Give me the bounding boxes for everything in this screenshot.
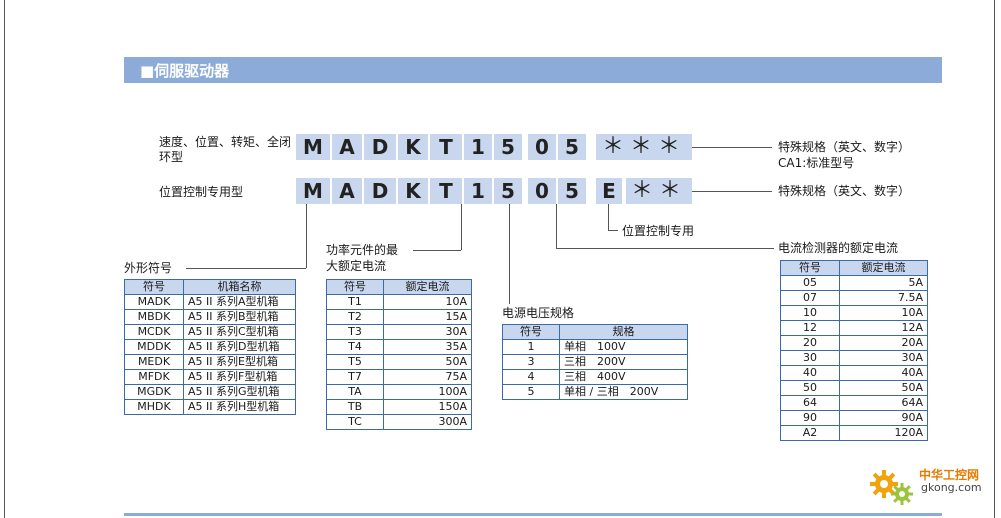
section-header-bar: [124, 57, 942, 83]
table-header: 符号: [502, 324, 560, 340]
row1-code-t: T: [430, 134, 462, 160]
row2-label: 位置控制专用型: [159, 185, 244, 199]
row1-annot-line1: 特殊规格（英文、数字）: [778, 140, 911, 154]
table-header: 规格: [559, 324, 688, 340]
row1-code-a: A: [332, 134, 362, 160]
power-element-label-line2: 大额定电流: [326, 259, 387, 273]
row2-code-0: 0: [528, 178, 556, 204]
row1-annot-leader: [692, 147, 772, 148]
frame-symbol-label: 外形符号: [124, 261, 173, 275]
row1-code-k: K: [398, 134, 428, 160]
row1-code-5: 5: [494, 134, 522, 160]
row2-annot-leader: [692, 191, 772, 192]
row1-annot-line2: CA1:标准型号: [778, 156, 855, 170]
row2-code-k: K: [398, 178, 428, 204]
row2-code-m: M: [296, 178, 330, 204]
current-detector-leader-v: [556, 204, 557, 249]
voltage-leader-v: [509, 204, 510, 304]
position-only-label: 位置控制专用: [622, 224, 695, 238]
row2-code-5b: 5: [558, 178, 586, 204]
table-header: 符号: [326, 279, 384, 295]
table-header: 符号: [124, 279, 184, 295]
row2-code-1: 1: [464, 178, 492, 204]
position-only-leader-h: [608, 230, 618, 231]
logo-text-url: gkong.com: [921, 481, 982, 494]
table-header: 机箱名称: [183, 279, 296, 295]
frame-symbol-leader-v: [306, 204, 307, 268]
row1-code-1: 1: [464, 134, 492, 160]
table-header: 额定电流: [383, 279, 472, 295]
row1-code-5b: 5: [558, 134, 586, 160]
row2-code-e: E: [596, 178, 622, 204]
section-title: ■伺服驱动器: [140, 62, 230, 80]
row1-code-m: M: [296, 134, 330, 160]
row1-label-line1: 速度、位置、转矩、全闭: [159, 135, 292, 149]
current-detector-label: 电流检测器的额定电流: [778, 241, 899, 255]
gear-logo-icon: [870, 470, 913, 505]
voltage-spec-label: 电源电压规格: [502, 306, 575, 320]
position-only-leader-v: [608, 204, 609, 230]
frame-left-border: [4, 0, 5, 518]
row2-code-a: A: [332, 178, 362, 204]
row2-code-special: ＊＊: [626, 178, 692, 204]
frame-symbol-leader-h: [186, 268, 306, 269]
section-bottom-rule: [124, 513, 942, 516]
current-detector-leader-h: [556, 248, 774, 249]
row1-label-line2: 环型: [159, 150, 184, 164]
row2-code-d: D: [364, 178, 396, 204]
logo-text-cn: 中华工控网: [919, 468, 980, 482]
frame-right-border: [994, 0, 995, 518]
row2-code-t: T: [430, 178, 462, 204]
power-element-label-line1: 功率元件的最: [326, 243, 399, 257]
row1-code-special: ＊＊＊: [596, 134, 692, 160]
row1-code-0: 0: [528, 134, 556, 160]
table-header: 符号: [780, 260, 840, 276]
power-element-leader-v: [461, 204, 462, 250]
power-element-leader-h: [413, 250, 461, 251]
row1-code-d: D: [364, 134, 396, 160]
row2-annot: 特殊规格（英文、数字）: [778, 184, 911, 198]
row2-code-5: 5: [494, 178, 522, 204]
table-header: 额定电流: [839, 260, 928, 276]
